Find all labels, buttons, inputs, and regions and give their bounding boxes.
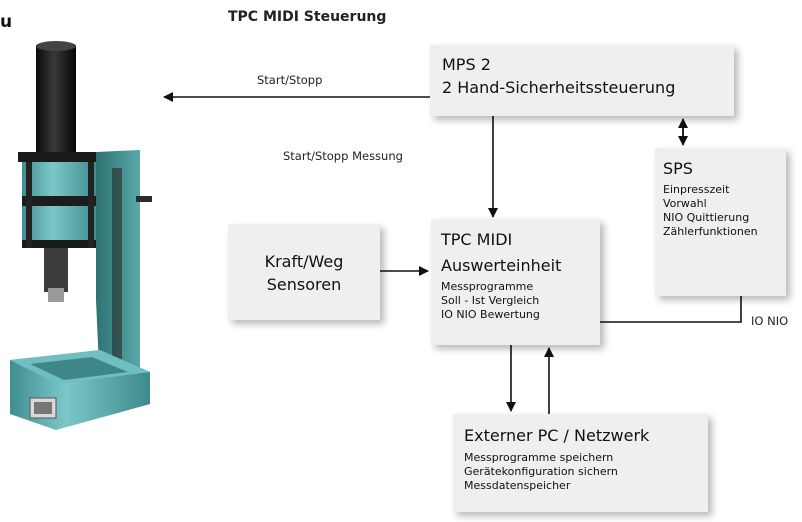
tpc-item: Soll - Ist Vergleich [441, 294, 540, 307]
pc-item: Messdatenspeicher [464, 479, 571, 492]
tpc-midi-box: TPC MIDI Auswerteinheit Messprogramme So… [431, 219, 600, 345]
tpc-item: IO NIO Bewertung [441, 308, 540, 321]
kraft-weg-box: Kraft/Weg Sensoren [228, 224, 380, 320]
mps2-box: MPS 2 2 Hand-Sicherheitssteuerung [430, 45, 734, 116]
label-start-stopp: Start/Stopp [257, 73, 323, 87]
pc-item: Gerätekonfiguration sichern [464, 465, 618, 478]
sps-item: Einpresszeit [663, 183, 730, 196]
sps-item: NIO Quittierung [663, 211, 750, 224]
diagram-title: TPC MIDI Steuerung [228, 9, 387, 25]
sps-title: SPS [663, 159, 693, 178]
kraft-line1: Kraft/Weg [264, 252, 344, 271]
tpc-item: Messprogramme [441, 280, 534, 293]
kraft-line2: Sensoren [266, 275, 342, 294]
corner-letter: u [0, 12, 13, 32]
sps-item: Zählerfunktionen [663, 225, 758, 238]
label-io-nio: IO NIO [751, 314, 789, 328]
mps2-subtitle: 2 Hand-Sicherheitssteuerung [442, 78, 676, 97]
sps-item: Vorwahl [663, 197, 707, 210]
label-start-stopp-messung: Start/Stopp Messung [283, 149, 403, 163]
pc-title: Externer PC / Netzwerk [464, 426, 650, 445]
pc-item: Messprogramme speichern [464, 451, 614, 464]
mps2-title: MPS 2 [442, 55, 491, 74]
external-pc-box: Externer PC / Netzwerk Messprogramme spe… [453, 414, 708, 512]
tpc-title: TPC MIDI [441, 230, 513, 249]
tpc-subtitle: Auswerteinheit [441, 256, 562, 275]
sps-box: SPS Einpresszeit Vorwahl NIO Quittierung… [655, 148, 786, 296]
